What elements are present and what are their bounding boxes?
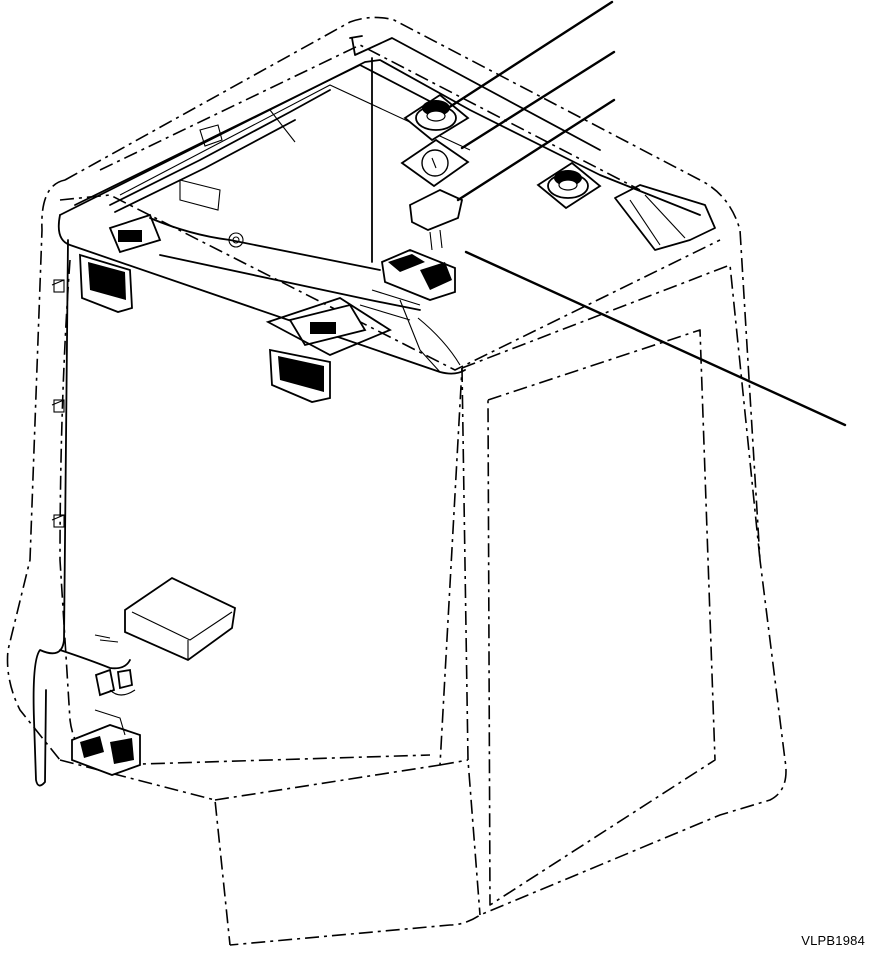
roof-harness bbox=[109, 89, 461, 373]
figure-reference-code: VLPB1984 bbox=[801, 933, 865, 948]
speaker-cover bbox=[409, 189, 464, 251]
lamp-center bbox=[269, 348, 331, 403]
lower-connector bbox=[71, 709, 141, 776]
speaker-2 bbox=[536, 161, 602, 210]
roof-header bbox=[57, 35, 716, 375]
speaker-1 bbox=[403, 93, 470, 142]
control-module bbox=[359, 249, 456, 321]
pillar-harness bbox=[32, 239, 69, 787]
speaker-gasket bbox=[400, 138, 470, 188]
lamp-left bbox=[79, 253, 133, 313]
controller-box bbox=[59, 576, 236, 697]
roof-switch-box bbox=[108, 213, 392, 356]
cab-outline bbox=[6, 16, 787, 946]
leader-lines bbox=[446, 0, 847, 427]
